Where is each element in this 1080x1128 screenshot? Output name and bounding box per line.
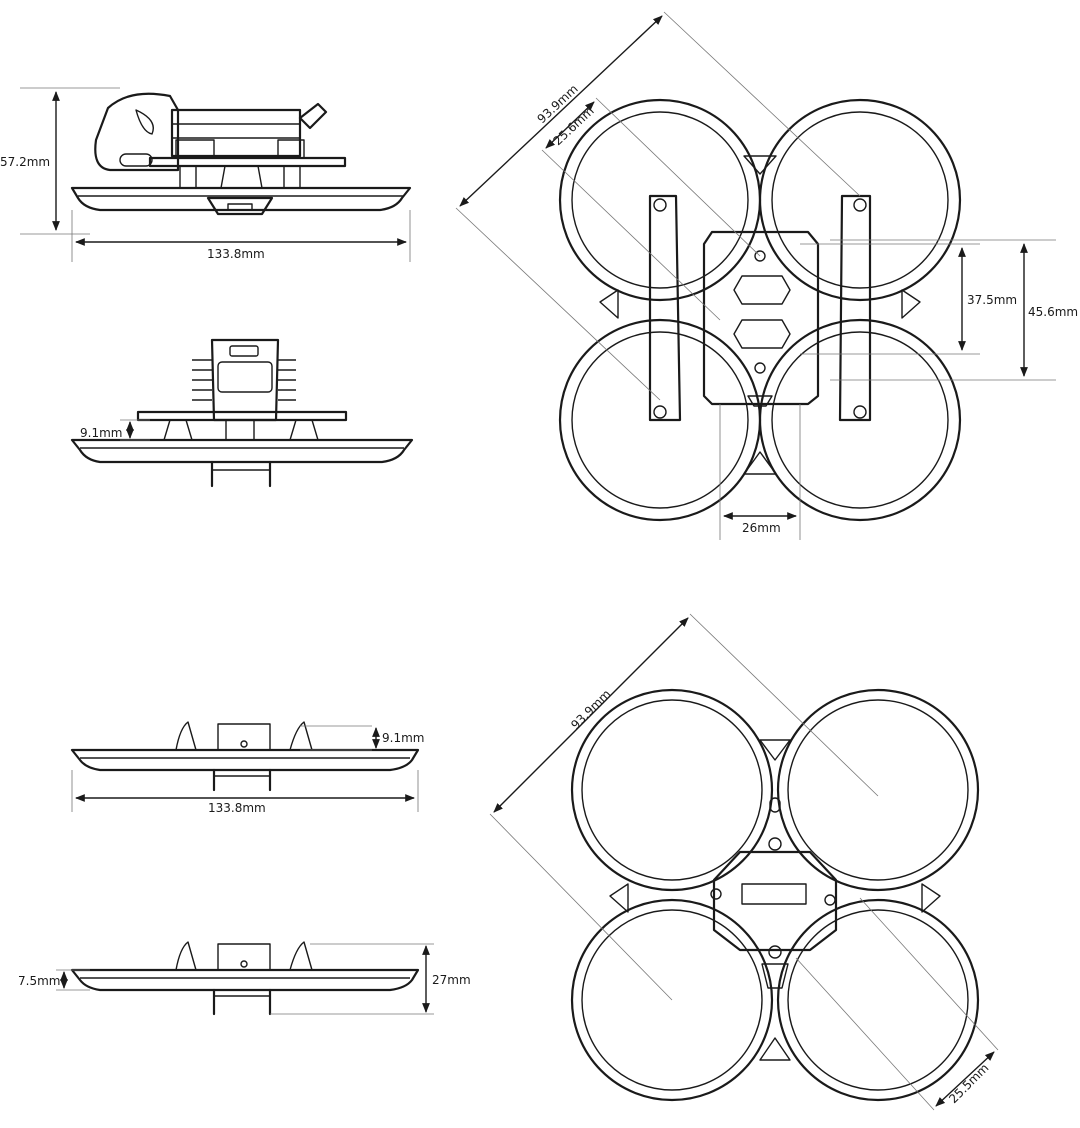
dim-label-frame-front-height: 27mm <box>432 973 471 987</box>
dim-front-clearance: 9.1mm <box>80 419 150 441</box>
dim-label-frame-front-base: 7.5mm <box>18 974 60 988</box>
frame-side-view <box>70 721 420 792</box>
bottom-view-frame <box>570 688 980 1102</box>
dim-label-side-height: 57.2mm <box>0 155 50 169</box>
dim-top-bottom-span: 26mm <box>719 404 801 540</box>
front-view-drone <box>70 338 414 488</box>
dim-label-top-mount-inner: 37.5mm <box>967 293 1017 307</box>
dim-frame-side-clearance: 9.1mm <box>300 725 424 751</box>
dim-side-height: 57.2mm <box>0 87 120 235</box>
dim-side-width: 133.8mm <box>71 210 411 262</box>
frame-front-view <box>70 941 420 1016</box>
side-view-drone <box>70 92 412 216</box>
dim-label-frame-side-clearance: 9.1mm <box>382 731 424 745</box>
dim-top-mount-inner: 37.5mm <box>800 243 1017 355</box>
dim-label-top-mount-outer: 45.6mm <box>1028 305 1078 319</box>
dim-label-frame-side-width: 133.8mm <box>208 801 266 815</box>
dim-label-front-clearance: 9.1mm <box>80 426 122 440</box>
dim-top-mount-outer: 45.6mm <box>830 239 1078 381</box>
top-view-frame <box>558 98 962 522</box>
dim-frame-front-height: 27mm <box>270 943 471 1015</box>
dim-label-side-width: 133.8mm <box>207 247 265 261</box>
dim-frame-front-base: 7.5mm <box>18 969 90 991</box>
dim-label-bottom-diag-overall: 93.9mm <box>568 687 613 732</box>
dim-label-top-bottom-span: 26mm <box>742 521 781 535</box>
dim-frame-side-width: 133.8mm <box>71 770 419 815</box>
